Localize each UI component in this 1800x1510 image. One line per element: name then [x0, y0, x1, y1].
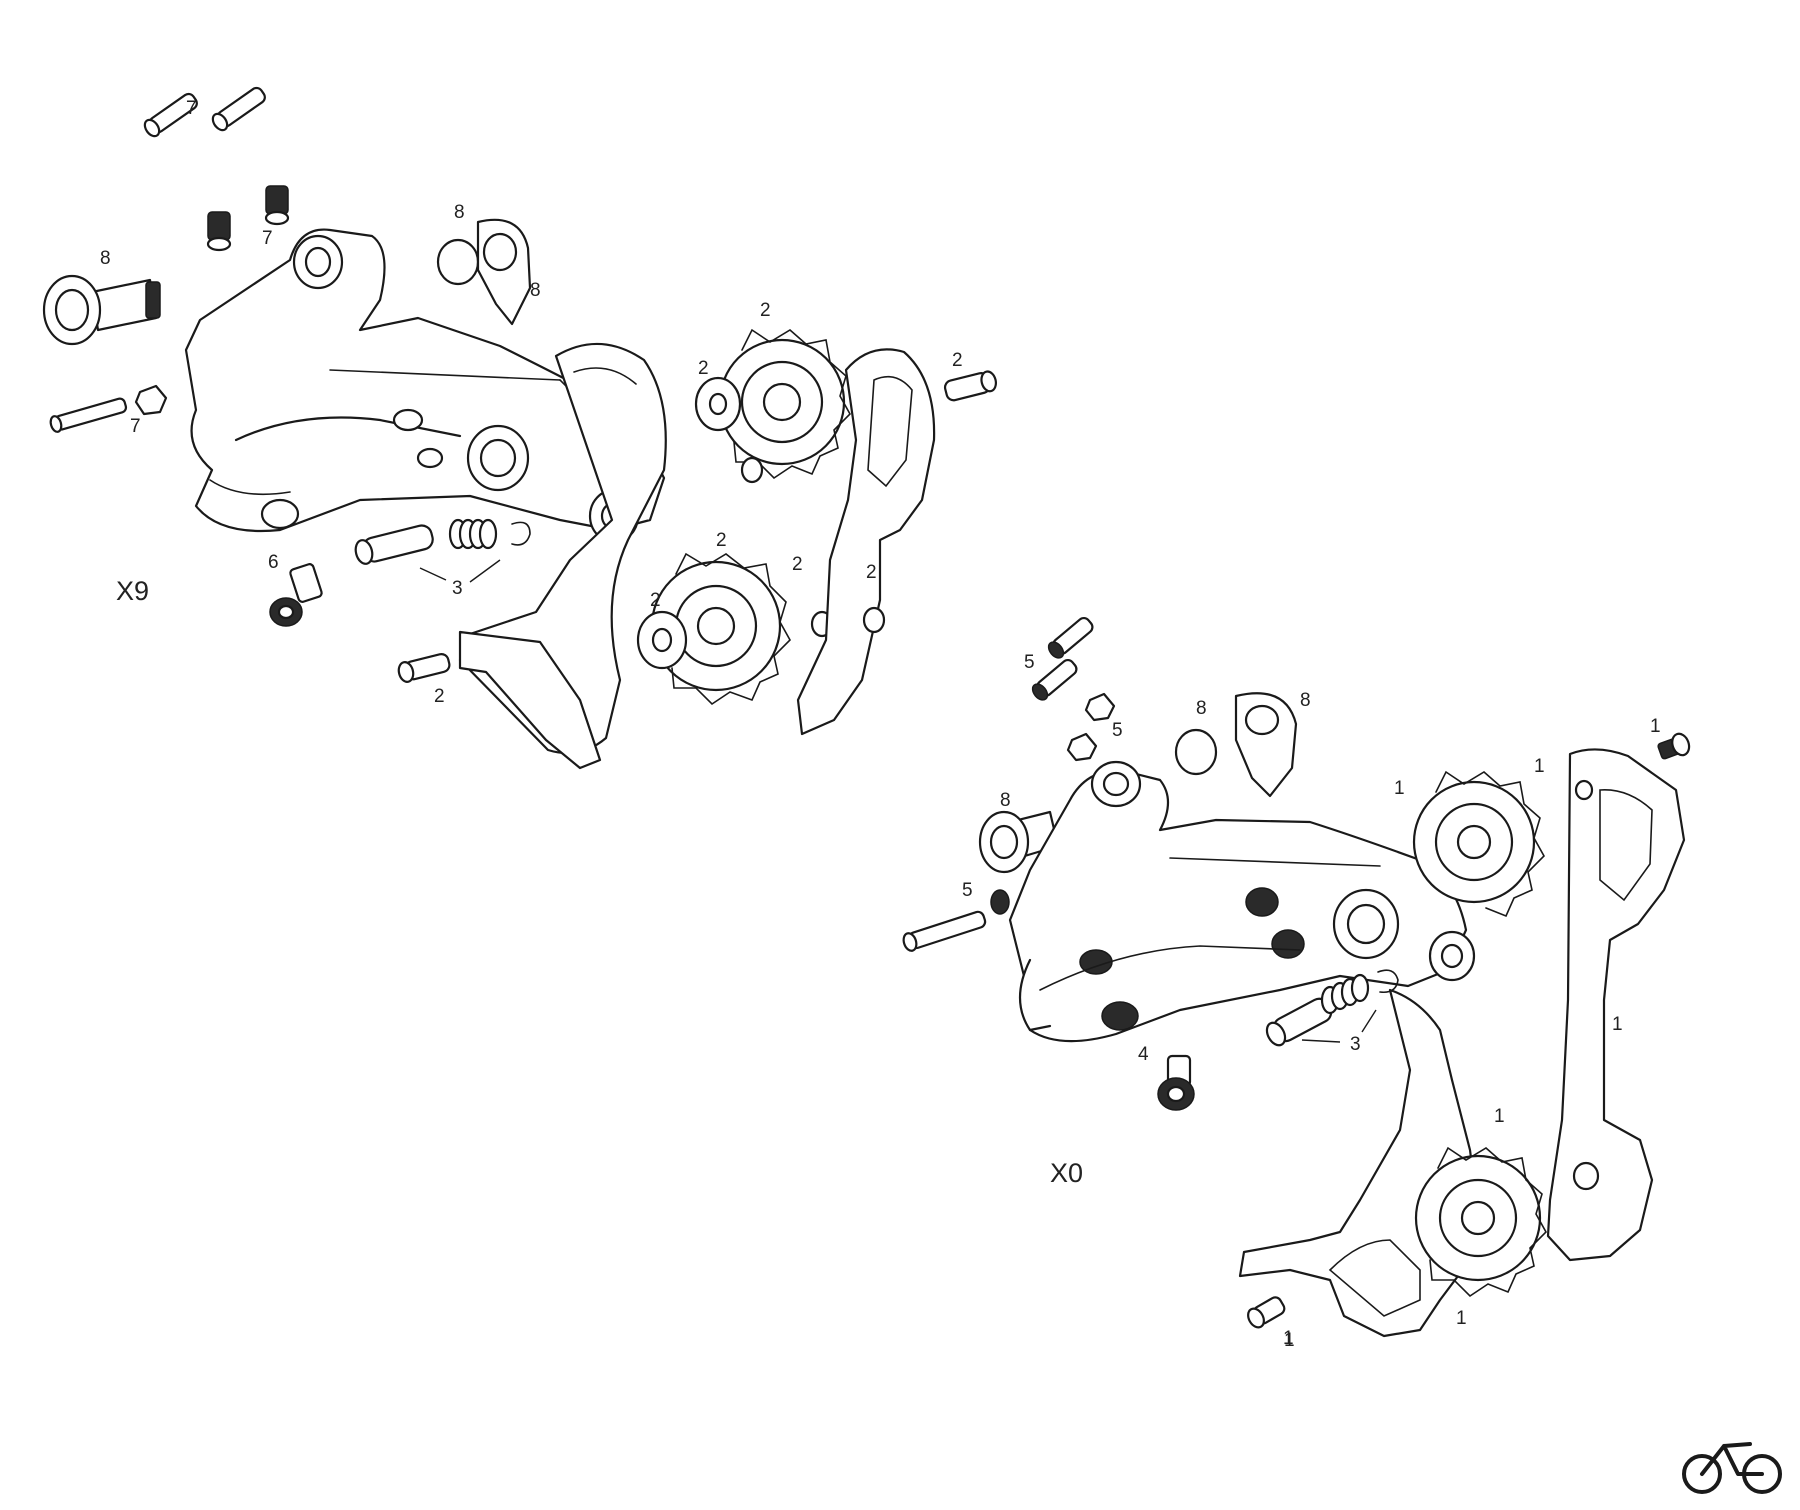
x0-callout-1a: 1	[1650, 716, 1661, 737]
x0-callout-1g: 1	[1284, 1330, 1295, 1351]
x0-spring-assembly	[1265, 969, 1399, 1047]
x0-upper-pulley	[1412, 770, 1545, 918]
x9-cable-bolt	[269, 563, 323, 627]
x9-callout-2d: 2	[716, 530, 727, 551]
x0-derailleur-assembly: 5 5 8 8 8 5 1 1 1 1 1 1 1 3 4 1 X0	[902, 616, 1691, 1351]
x9-callout-2a: 2	[760, 300, 771, 321]
x0-callout-5a: 5	[1024, 652, 1035, 673]
x9-limit-screw-2	[211, 86, 266, 132]
x9-upper-pulley	[694, 328, 851, 484]
x0-callout-5c: 5	[962, 880, 973, 901]
x9-mounting-bolt	[42, 274, 161, 346]
x9-model-label: X9	[116, 576, 149, 606]
x9-b-tension-parts	[436, 218, 532, 326]
x0-callout-1h: 1	[1283, 1328, 1294, 1349]
x9-lower-pulley	[636, 552, 834, 706]
x9-inner-cage-pin	[943, 370, 998, 402]
x9-limit-screw-1	[143, 92, 198, 138]
x9-callout-2h: 2	[434, 686, 445, 707]
x9-derailleur-assembly: 7 7 8 8 8 7 2 2 2 2 2 2 2 3 6 2 X9	[42, 86, 998, 770]
x0-pivot-pin	[902, 910, 987, 952]
x9-callout-2g: 2	[650, 590, 661, 611]
x0-cable-bolt	[1157, 1054, 1195, 1111]
bicycle-icon	[1682, 1442, 1782, 1494]
x9-barrel-adjuster-2	[264, 185, 290, 226]
x9-nut	[134, 384, 168, 416]
x9-callout-2f: 2	[866, 562, 877, 583]
x0-mounting-bolt	[978, 810, 1060, 874]
x0-callout-5b: 5	[1112, 720, 1123, 741]
x0-limit-screw-1	[1047, 616, 1094, 659]
x9-callout-2e: 2	[792, 554, 803, 575]
x9-lower-plate	[458, 630, 602, 770]
x9-callout-8c: 8	[530, 280, 541, 301]
x9-callout-2b: 2	[698, 358, 709, 379]
x9-cage-pin	[397, 653, 451, 683]
x0-small-nut	[990, 889, 1010, 915]
x0-nut-2	[1066, 732, 1098, 762]
x9-inner-cage	[796, 348, 936, 736]
x9-spring-assembly	[354, 518, 531, 565]
x0-callout-4: 4	[1138, 1044, 1149, 1065]
x0-callout-8b: 8	[1300, 690, 1311, 711]
x0-b-tension-parts	[1174, 692, 1298, 798]
x9-pivot-pin	[49, 397, 128, 433]
x9-callout-3: 3	[452, 578, 463, 599]
x0-limit-screw-2	[1031, 658, 1078, 701]
x0-outer-cage	[1546, 748, 1686, 1262]
x0-callout-8a: 8	[1196, 698, 1207, 719]
x9-callout-7c: 7	[130, 416, 141, 437]
x9-callout-8b: 8	[454, 202, 465, 223]
x0-model-label: X0	[1050, 1158, 1083, 1188]
x0-callout-1b: 1	[1534, 756, 1545, 777]
x0-lower-pulley	[1414, 1146, 1547, 1298]
x9-callout-6: 6	[268, 552, 279, 573]
x0-callout-3: 3	[1350, 1034, 1361, 1055]
x0-lower-pin	[1247, 1296, 1286, 1329]
x0-callout-1d: 1	[1612, 1014, 1623, 1035]
x9-callout-7a: 7	[186, 98, 197, 119]
x0-callout-8c: 8	[1000, 790, 1011, 811]
x9-callout-2c: 2	[952, 350, 963, 371]
x0-nut-1	[1084, 692, 1116, 722]
x0-callout-1c: 1	[1394, 778, 1405, 799]
x9-callout-7b: 7	[262, 228, 273, 249]
x0-cage-bolt-top	[1657, 732, 1691, 760]
x0-callout-1e: 1	[1494, 1106, 1505, 1127]
x0-callout-1f: 1	[1456, 1308, 1467, 1329]
x0-main-body	[1008, 760, 1476, 1043]
x9-callout-8a: 8	[100, 248, 111, 269]
x9-barrel-adjuster-1	[206, 211, 232, 252]
